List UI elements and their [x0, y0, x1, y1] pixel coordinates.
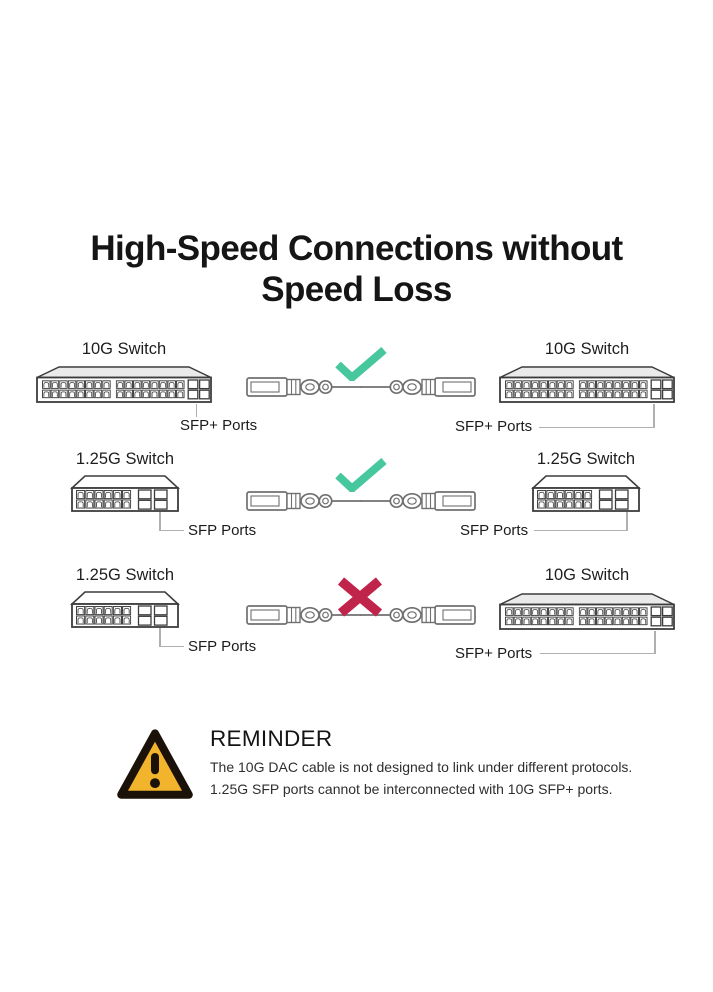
switch-label-right: 10G Switch — [544, 340, 630, 358]
ports-callout-right: SFP+ Ports — [455, 645, 533, 662]
switch-10g-illustration-right — [498, 366, 676, 404]
check-icon — [335, 347, 387, 381]
callout-line-right-h — [540, 652, 655, 654]
switch-label-left: 10G Switch — [81, 340, 167, 358]
reminder-text-line-2: 1.25G SFP ports cannot be interconnected… — [210, 781, 613, 797]
callout-line-right-v — [654, 631, 656, 654]
callout-line-left-h — [159, 529, 184, 531]
callout-line-right-v — [653, 404, 655, 428]
ports-callout-left: SFP Ports — [188, 638, 257, 655]
ports-callout-right: SFP Ports — [460, 522, 529, 539]
switch-125g-illustration-left — [70, 591, 180, 629]
callout-line-left-v — [159, 512, 161, 531]
callout-line-left-v — [159, 628, 161, 647]
callout-line-right-h — [539, 426, 654, 428]
switch-label-right: 1.25G Switch — [536, 450, 636, 468]
callout-line-left — [195, 404, 197, 417]
switch-label-left: 1.25G Switch — [75, 450, 175, 468]
switch-125g-illustration-right — [531, 475, 641, 513]
callout-line-right-h — [534, 529, 627, 531]
switch-10g-illustration-left — [35, 366, 213, 404]
switch-label-right: 10G Switch — [544, 566, 630, 584]
warning-icon — [117, 729, 193, 799]
callout-line-right-v — [626, 512, 628, 531]
ports-callout-left: SFP Ports — [188, 522, 257, 539]
switch-label-left: 1.25G Switch — [75, 566, 175, 584]
page-title-line-1: High-Speed Connections without — [90, 229, 623, 269]
cross-icon — [337, 577, 383, 617]
reminder-heading: REMINDER — [210, 726, 333, 751]
ports-callout-left: SFP+ Ports — [180, 417, 258, 434]
page-title: High-Speed Connections without Speed Los… — [0, 228, 713, 310]
page-title-line-2: Speed Loss — [261, 270, 452, 310]
reminder-text-line-1: The 10G DAC cable is not designed to lin… — [210, 759, 633, 775]
switch-10g-illustration-right — [498, 593, 676, 631]
check-icon — [335, 458, 387, 492]
ports-callout-right: SFP+ Ports — [455, 418, 533, 435]
switch-125g-illustration-left — [70, 475, 180, 513]
callout-line-left-h — [159, 645, 184, 647]
